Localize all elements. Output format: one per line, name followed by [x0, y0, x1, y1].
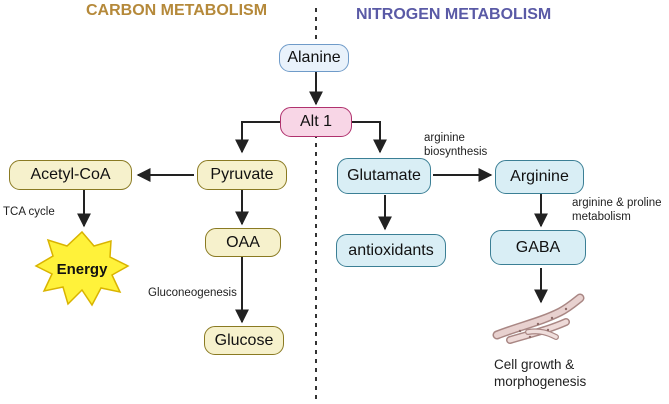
label-arginine-biosynthesis-line2: biosynthesis: [424, 146, 488, 158]
node-alt1: Alt 1: [280, 107, 352, 137]
label-tca-cycle: TCA cycle: [3, 206, 55, 218]
label-arginine-biosynthesis: arginine biosynthesis: [424, 131, 487, 159]
arrow-alt1-glutamate: [352, 121, 387, 154]
arrow-alt1-pyruvate: [235, 121, 280, 154]
node-arginine: Arginine: [495, 160, 584, 194]
node-antioxidants: antioxidants: [336, 234, 446, 267]
label-cell-growth-line2: morphogenesis: [494, 374, 587, 389]
node-oaa: OAA: [205, 228, 281, 257]
node-glutamate: Glutamate: [337, 158, 431, 194]
carbon-metabolism-header: CARBON METABOLISM: [86, 2, 268, 19]
node-acetyl-coa: Acetyl-CoA: [9, 160, 132, 190]
label-cell-growth-line1: Cell growth &: [494, 357, 575, 372]
node-glucose: Glucose: [204, 326, 284, 355]
label-arg-pro-line1: arginine & proline: [572, 197, 662, 209]
cell-filaments-icon: [492, 293, 585, 344]
energy-starburst: [34, 230, 130, 307]
node-alanine: Alanine: [279, 44, 349, 72]
label-arginine-proline-metabolism: arginine & proline metabolism: [572, 196, 662, 224]
node-energy: Energy: [56, 260, 108, 278]
label-cell-growth: Cell growth & morphogenesis: [494, 356, 586, 390]
nitrogen-metabolism-header: NITROGEN METABOLISM: [356, 6, 552, 23]
label-arginine-biosynthesis-line1: arginine: [424, 132, 465, 144]
node-gaba: GABA: [490, 230, 586, 265]
label-arg-pro-line2: metabolism: [572, 211, 631, 223]
label-gluconeogenesis: Gluconeogenesis: [148, 287, 237, 299]
node-pyruvate: Pyruvate: [197, 160, 287, 190]
